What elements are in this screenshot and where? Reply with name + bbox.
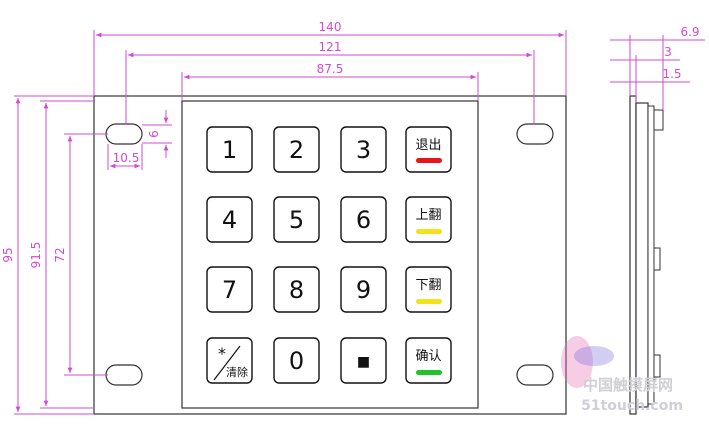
dim-side-total: 6.9 — [610, 25, 705, 110]
key-clear-label: 清除 — [226, 365, 248, 379]
dim-hole-spacing: 72 — [53, 133, 108, 376]
dim-overall-width-label: 140 — [319, 20, 342, 34]
key-3-label: 3 — [356, 136, 371, 164]
dim-mounting-width-label: 121 — [319, 40, 342, 54]
dim-mounting-width: 121 — [125, 40, 535, 125]
mounting-hole-top-left — [105, 123, 143, 145]
dim-mounting-height: 91.5 — [29, 100, 94, 409]
key-5[interactable]: 5 — [273, 196, 320, 243]
dim-side-total-label: 6.9 — [680, 25, 699, 39]
side-connector-middle — [653, 247, 661, 271]
dim-side-thin: 1.5 — [610, 67, 690, 83]
key-clear-star: * — [218, 344, 226, 363]
key-1-label: 1 — [222, 136, 237, 164]
key-page-down[interactable]: 下翻 — [405, 266, 452, 313]
key-8[interactable]: 8 — [273, 266, 320, 313]
key-4[interactable]: 4 — [206, 196, 253, 243]
key-1[interactable]: 1 — [206, 126, 253, 173]
dim-hole-offset-h: 10.5 — [107, 144, 143, 170]
key-7[interactable]: 7 — [206, 266, 253, 313]
key-confirm-label: 确认 — [415, 349, 441, 364]
side-connector-bottom — [653, 354, 661, 378]
dim-keypad-width-label: 87.5 — [317, 62, 344, 76]
key-page-up[interactable]: 上翻 — [405, 196, 452, 243]
dim-hole-offset-h-label: 10.5 — [113, 151, 140, 165]
key-clear[interactable]: * 清除 — [206, 337, 253, 384]
key-exit-label: 退出 — [415, 138, 441, 153]
key-6[interactable]: 6 — [340, 196, 387, 243]
key-9[interactable]: 9 — [340, 266, 387, 313]
watermark-logo-icon — [561, 336, 593, 388]
dim-overall-height-label: 95 — [1, 247, 15, 262]
dim-mounting-height-label: 91.5 — [29, 242, 43, 269]
key-2-label: 2 — [289, 136, 304, 164]
key-dot[interactable]: ■ — [340, 337, 387, 384]
dim-hole-offset-v-label: 6 — [147, 130, 161, 138]
key-9-label: 9 — [356, 276, 371, 304]
confirm-color-bar — [416, 370, 442, 375]
key-6-label: 6 — [356, 206, 371, 234]
dim-hole-spacing-label: 72 — [53, 247, 67, 262]
dim-hole-offset-v: 6 — [142, 110, 172, 158]
dim-overall-height: 95 — [1, 95, 94, 415]
key-exit[interactable]: 退出 — [405, 126, 452, 173]
key-page-down-label: 下翻 — [415, 278, 441, 293]
key-4-label: 4 — [222, 206, 237, 234]
key-confirm[interactable]: 确认 — [405, 337, 452, 384]
key-5-label: 5 — [289, 206, 304, 234]
watermark-line1: 中国触摸屏网 — [583, 376, 673, 394]
mounting-hole-bottom-left — [105, 364, 143, 386]
watermark-line2: 51touch.com — [581, 398, 683, 414]
dim-side-plate: 3 — [610, 45, 680, 103]
mounting-hole-top-right — [516, 123, 554, 145]
key-8-label: 8 — [289, 276, 304, 304]
dim-keypad-width: 87.5 — [181, 62, 479, 101]
key-2[interactable]: 2 — [273, 126, 320, 173]
key-0[interactable]: 0 — [273, 337, 320, 384]
key-clear-slash — [213, 345, 241, 381]
watermark: 中国触摸屏网 51touch.com — [561, 336, 683, 414]
key-0-label: 0 — [289, 347, 304, 375]
key-3[interactable]: 3 — [340, 126, 387, 173]
exit-color-bar — [416, 158, 442, 163]
page-up-color-bar — [416, 229, 442, 234]
page-down-color-bar — [416, 299, 442, 304]
key-7-label: 7 — [222, 276, 237, 304]
key-page-up-label: 上翻 — [415, 208, 441, 223]
dim-side-thin-label: 1.5 — [662, 67, 681, 81]
key-dot-label: ■ — [357, 354, 370, 370]
side-view — [629, 95, 664, 415]
dim-overall-width: 140 — [93, 20, 567, 96]
side-connector-top — [653, 109, 664, 131]
mounting-hole-bottom-right — [516, 364, 554, 386]
dim-side-plate-label: 3 — [664, 45, 672, 59]
